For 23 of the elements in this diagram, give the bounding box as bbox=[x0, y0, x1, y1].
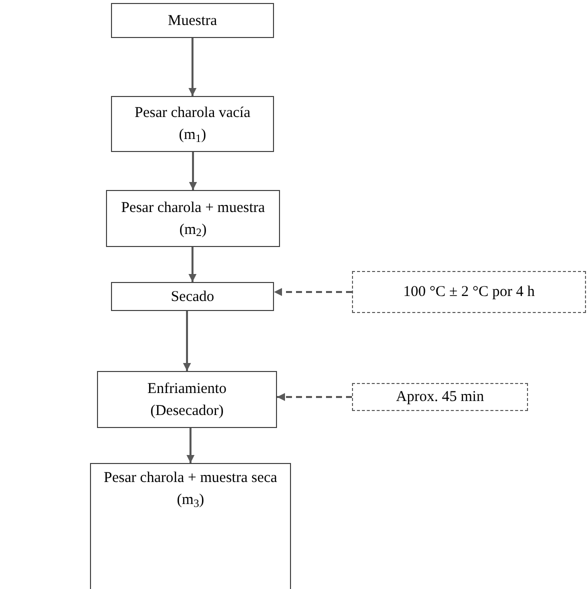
note-box bbox=[352, 271, 586, 313]
process-box bbox=[90, 463, 291, 589]
box-label: 100 °C ± 2 °C por 4 h bbox=[403, 283, 535, 302]
arrow bbox=[183, 311, 191, 371]
arrow bbox=[277, 393, 352, 401]
process-box bbox=[106, 190, 280, 247]
box-label: Pesar charola + muestra (m$_{2}$) bbox=[120, 198, 266, 240]
arrow bbox=[188, 38, 196, 96]
box-label: Secado bbox=[170, 288, 214, 306]
process-box bbox=[111, 96, 274, 152]
arrow bbox=[274, 288, 352, 296]
process-box bbox=[111, 282, 274, 311]
arrow bbox=[189, 152, 197, 190]
box-label: Pesar charola + muestra seca (m$_{3}$) bbox=[102, 469, 278, 511]
process-box bbox=[97, 371, 277, 428]
process-box bbox=[111, 3, 274, 38]
arrow bbox=[186, 428, 194, 463]
box-label: Aprox. 45 min bbox=[396, 388, 484, 407]
arrow bbox=[188, 247, 196, 282]
box-label: Pesar charola vacía (m$_{1}$) bbox=[134, 104, 252, 146]
box-label: Enfriamiento (Desecador) bbox=[146, 380, 228, 420]
box-label: Muestra bbox=[168, 12, 218, 30]
note-box bbox=[352, 383, 528, 411]
